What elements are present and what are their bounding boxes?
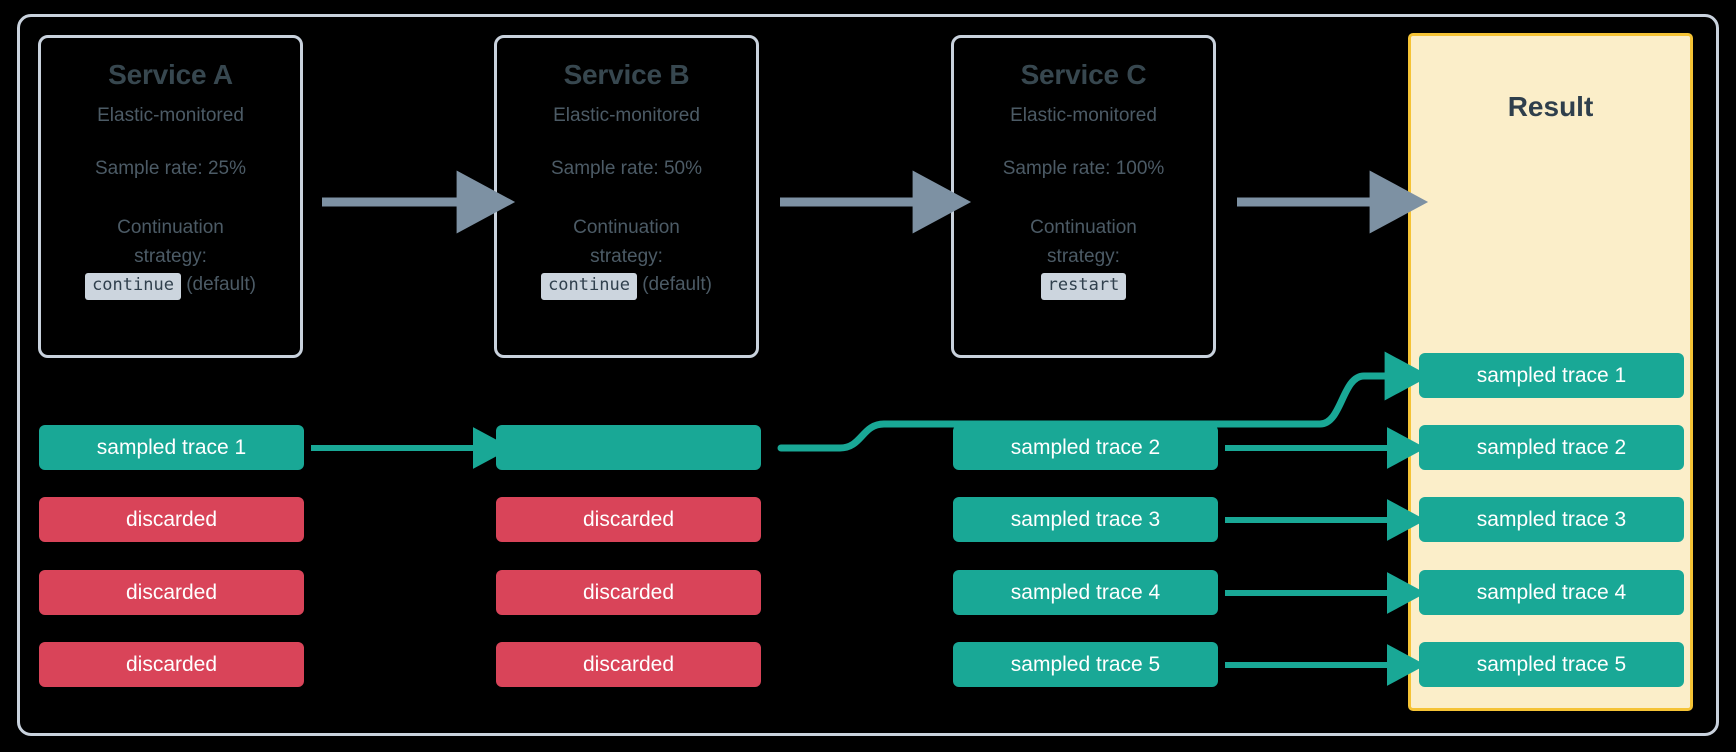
result-trace-pill-4-label: sampled trace 4 <box>1476 581 1627 604</box>
service-a-strategy-note: (default) <box>186 274 256 296</box>
service-a-strategy-label-2: strategy: <box>134 245 207 267</box>
trace-pill-c-4-label: sampled trace 5 <box>1010 653 1161 676</box>
service-card-a: Service A Elastic-monitored Sample rate:… <box>38 35 303 358</box>
trace-pill-a-4-label: discarded <box>125 653 218 676</box>
trace-pill-a-3[interactable]: discarded <box>39 570 304 615</box>
service-c-title: Service C <box>1020 59 1147 90</box>
trace-pill-c-2-label: sampled trace 3 <box>1010 508 1161 531</box>
result-trace-pill-1-label: sampled trace 1 <box>1476 364 1627 387</box>
trace-pill-b-3[interactable]: discarded <box>496 570 761 615</box>
service-c-strategy-value: restart <box>1040 273 1127 300</box>
result-title: Result <box>1507 91 1594 122</box>
service-card-b: Service B Elastic-monitored Sample rate:… <box>494 35 759 358</box>
service-b-sample-rate: Sample rate: 50% <box>550 157 703 179</box>
trace-pill-b-4[interactable]: discarded <box>496 642 761 687</box>
result-trace-pill-5-label: sampled trace 5 <box>1476 653 1627 676</box>
trace-pill-c-3[interactable]: sampled trace 4 <box>953 570 1218 615</box>
service-b-title: Service B <box>563 59 690 90</box>
service-b-subtitle: Elastic-monitored <box>553 104 700 126</box>
trace-pill-c-2[interactable]: sampled trace 3 <box>953 497 1218 542</box>
trace-pill-a-1[interactable]: sampled trace 1 <box>39 425 304 470</box>
result-trace-pill-5[interactable]: sampled trace 5 <box>1419 642 1684 687</box>
diagram-outer-frame <box>17 14 1719 736</box>
service-b-strategy-label-1: Continuation <box>573 217 680 239</box>
service-b-strategy-value: continue <box>541 273 637 300</box>
trace-pill-b-2[interactable]: discarded <box>496 497 761 542</box>
service-b-strategy-note: (default) <box>642 274 712 296</box>
service-a-strategy: Continuation strategy: continue (default… <box>85 214 256 300</box>
trace-pill-a-3-label: discarded <box>125 581 218 604</box>
result-trace-pill-2[interactable]: sampled trace 2 <box>1419 425 1684 470</box>
trace-pill-c-3-label: sampled trace 4 <box>1010 581 1161 604</box>
trace-pill-a-4[interactable]: discarded <box>39 642 304 687</box>
service-a-title: Service A <box>108 59 233 90</box>
trace-pill-b-3-label: discarded <box>582 581 675 604</box>
trace-pill-a-2-label: discarded <box>125 508 218 531</box>
result-trace-pill-4[interactable]: sampled trace 4 <box>1419 570 1684 615</box>
service-b-strategy-label-2: strategy: <box>590 245 663 267</box>
service-card-c: Service C Elastic-monitored Sample rate:… <box>951 35 1216 358</box>
trace-pill-b-2-label: discarded <box>582 508 675 531</box>
service-b-strategy: Continuation strategy: continue (default… <box>541 214 712 300</box>
result-trace-pill-1[interactable]: sampled trace 1 <box>1419 353 1684 398</box>
service-c-subtitle: Elastic-monitored <box>1010 104 1157 126</box>
result-trace-pill-2-label: sampled trace 2 <box>1476 436 1627 459</box>
trace-pill-b-1[interactable] <box>496 425 761 470</box>
trace-pill-a-2[interactable]: discarded <box>39 497 304 542</box>
service-a-strategy-value: continue <box>85 273 181 300</box>
trace-pill-c-4[interactable]: sampled trace 5 <box>953 642 1218 687</box>
service-c-strategy: Continuation strategy: restart <box>1030 214 1137 300</box>
result-trace-pill-3[interactable]: sampled trace 3 <box>1419 497 1684 542</box>
trace-pill-a-1-label: sampled trace 1 <box>96 436 247 459</box>
service-a-subtitle: Elastic-monitored <box>97 104 244 126</box>
trace-pill-c-1[interactable]: sampled trace 2 <box>953 425 1218 470</box>
trace-pill-c-1-label: sampled trace 2 <box>1010 436 1161 459</box>
service-c-sample-rate: Sample rate: 100% <box>1002 157 1165 179</box>
result-trace-pill-3-label: sampled trace 3 <box>1476 508 1627 531</box>
service-c-strategy-label-1: Continuation <box>1030 217 1137 239</box>
service-a-sample-rate: Sample rate: 25% <box>94 157 247 179</box>
service-c-strategy-label-2: strategy: <box>1047 245 1120 267</box>
trace-pill-b-4-label: discarded <box>582 653 675 676</box>
service-a-strategy-label-1: Continuation <box>117 217 224 239</box>
